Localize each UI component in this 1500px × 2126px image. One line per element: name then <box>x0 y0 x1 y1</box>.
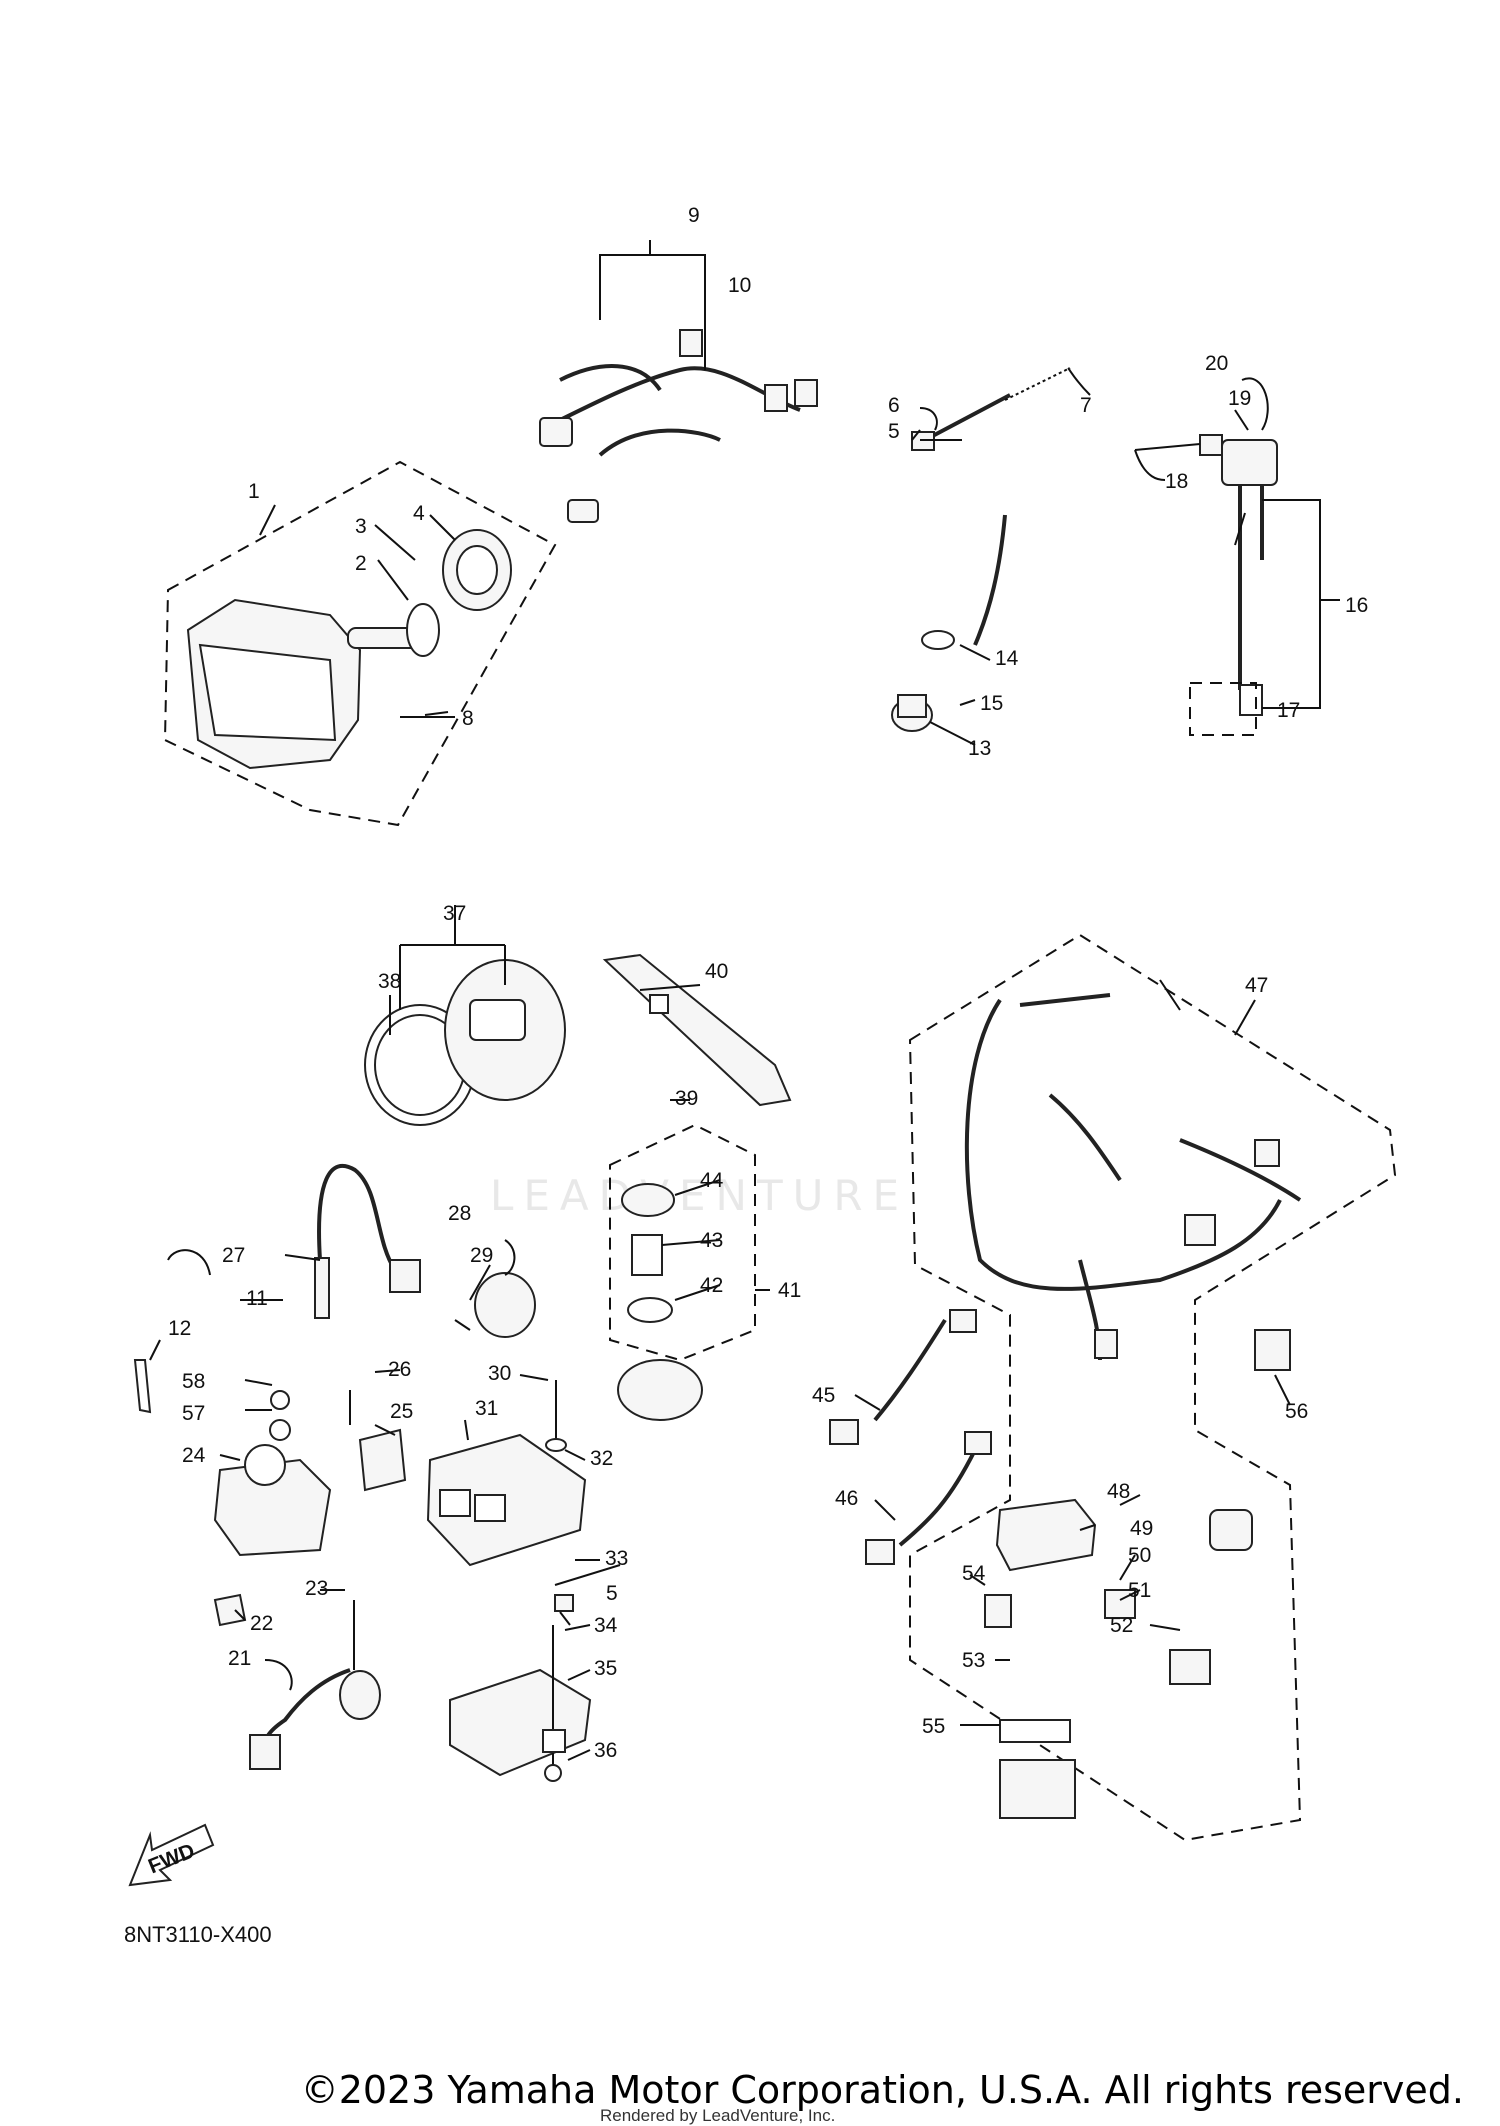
main-switch-41 <box>609 1123 756 1421</box>
callout-57: 57 <box>182 1402 205 1425</box>
switch-56 <box>1254 1329 1291 1371</box>
horn-28 <box>454 1272 536 1338</box>
callout-14: 14 <box>995 647 1019 670</box>
callout-10: 10 <box>728 274 751 297</box>
callout-11: 11 <box>246 1287 268 1310</box>
ecu-31 <box>426 1380 621 1612</box>
callout-21: 21 <box>228 1647 251 1670</box>
sensor-21-23 <box>213 1593 381 1770</box>
callout-58: 58 <box>182 1370 205 1393</box>
callout-19: 19 <box>1228 387 1251 410</box>
callouts: 1 2 3 4 5 5 6 7 8 9 10 11 12 13 14 15 16… <box>168 204 1368 1762</box>
callout-48: 48 <box>1107 1480 1130 1503</box>
callout-16: 16 <box>1345 594 1368 617</box>
callout-24: 24 <box>182 1444 206 1467</box>
headlight-group-outline <box>163 460 557 827</box>
meter-assembly <box>364 959 566 1126</box>
wire-harness-47 <box>908 933 1397 1842</box>
callout-43: 43 <box>700 1229 723 1252</box>
unit-35 <box>449 1625 592 1782</box>
callout-4: 4 <box>413 502 425 525</box>
clip-8 <box>424 711 449 716</box>
callout-29: 29 <box>470 1244 493 1267</box>
callout-7: 7 <box>1080 394 1092 417</box>
callout-33: 33 <box>605 1547 628 1570</box>
callout-45: 45 <box>812 1384 835 1407</box>
callout-3: 3 <box>355 515 367 538</box>
callout-26: 26 <box>388 1358 411 1381</box>
sensor-16-20 <box>1134 434 1278 736</box>
callout-31: 31 <box>475 1397 498 1420</box>
callout-46: 46 <box>835 1487 858 1510</box>
callout-5-bottom: 5 <box>606 1582 618 1605</box>
callout-20: 20 <box>1205 352 1228 375</box>
copyright-notice: ©2023 Yamaha Motor Corporation, U.S.A. A… <box>300 2068 1464 2112</box>
callout-36: 36 <box>594 1739 617 1762</box>
callout-42: 42 <box>700 1274 723 1297</box>
callout-51: 51 <box>1128 1579 1151 1602</box>
bulb-socket-ring <box>406 603 440 657</box>
callout-12: 12 <box>168 1317 191 1340</box>
callout-27: 27 <box>222 1244 245 1267</box>
callout-55: 55 <box>922 1715 945 1738</box>
sensor-25 <box>349 1390 407 1492</box>
callout-9: 9 <box>688 204 700 227</box>
callout-39: 39 <box>675 1087 698 1110</box>
callout-53: 53 <box>962 1649 985 1672</box>
callout-6: 6 <box>888 394 900 417</box>
rendered-by-credit: Rendered by LeadVenture, Inc. <box>600 2106 836 2125</box>
callout-25: 25 <box>390 1400 413 1423</box>
callout-49: 49 <box>1130 1517 1153 1540</box>
callout-56: 56 <box>1285 1400 1308 1423</box>
callout-52: 52 <box>1110 1614 1133 1637</box>
callout-35: 35 <box>594 1657 617 1680</box>
callout-13: 13 <box>968 737 991 760</box>
callout-47: 47 <box>1245 974 1268 997</box>
fuse-box-group <box>984 1498 1253 1819</box>
sensors-45-46 <box>829 1309 992 1565</box>
callout-30: 30 <box>488 1362 511 1385</box>
callout-28: 28 <box>448 1202 471 1225</box>
fwd-arrow-icon: FWD <box>128 1823 215 1887</box>
cable-spring-group <box>911 367 1071 451</box>
callout-5-top: 5 <box>888 420 900 443</box>
callout-8: 8 <box>462 707 474 730</box>
callout-2: 2 <box>355 552 367 575</box>
callout-54: 54 <box>962 1562 986 1585</box>
sub-harness <box>539 329 818 523</box>
callout-15: 15 <box>980 692 1003 715</box>
callout-23: 23 <box>305 1577 328 1600</box>
callout-1: 1 <box>248 480 260 503</box>
headlight-lens <box>198 643 337 742</box>
switch-13-14-15 <box>891 514 1007 732</box>
callout-41: 41 <box>778 1279 801 1302</box>
headlight-assembly <box>163 460 557 827</box>
servo-24 <box>213 1390 332 1557</box>
callout-50: 50 <box>1128 1544 1151 1567</box>
clip-12 <box>133 1359 152 1414</box>
callout-32: 32 <box>590 1447 613 1470</box>
callout-22: 22 <box>250 1612 273 1635</box>
diagram-code: 8NT3110-X400 <box>124 1922 272 1947</box>
callout-34: 34 <box>594 1614 618 1637</box>
callout-44: 44 <box>700 1169 724 1192</box>
callout-18: 18 <box>1165 470 1188 493</box>
callout-40: 40 <box>705 960 728 983</box>
callout-38: 38 <box>378 970 401 993</box>
callout-37: 37 <box>443 902 466 925</box>
sensor-27 <box>167 1163 421 1319</box>
switch-panel-40 <box>602 953 792 1107</box>
callout-17: 17 <box>1277 699 1300 722</box>
watermark-text: LEADVENTURE <box>490 1171 909 1220</box>
leader-lines <box>149 240 1340 1761</box>
